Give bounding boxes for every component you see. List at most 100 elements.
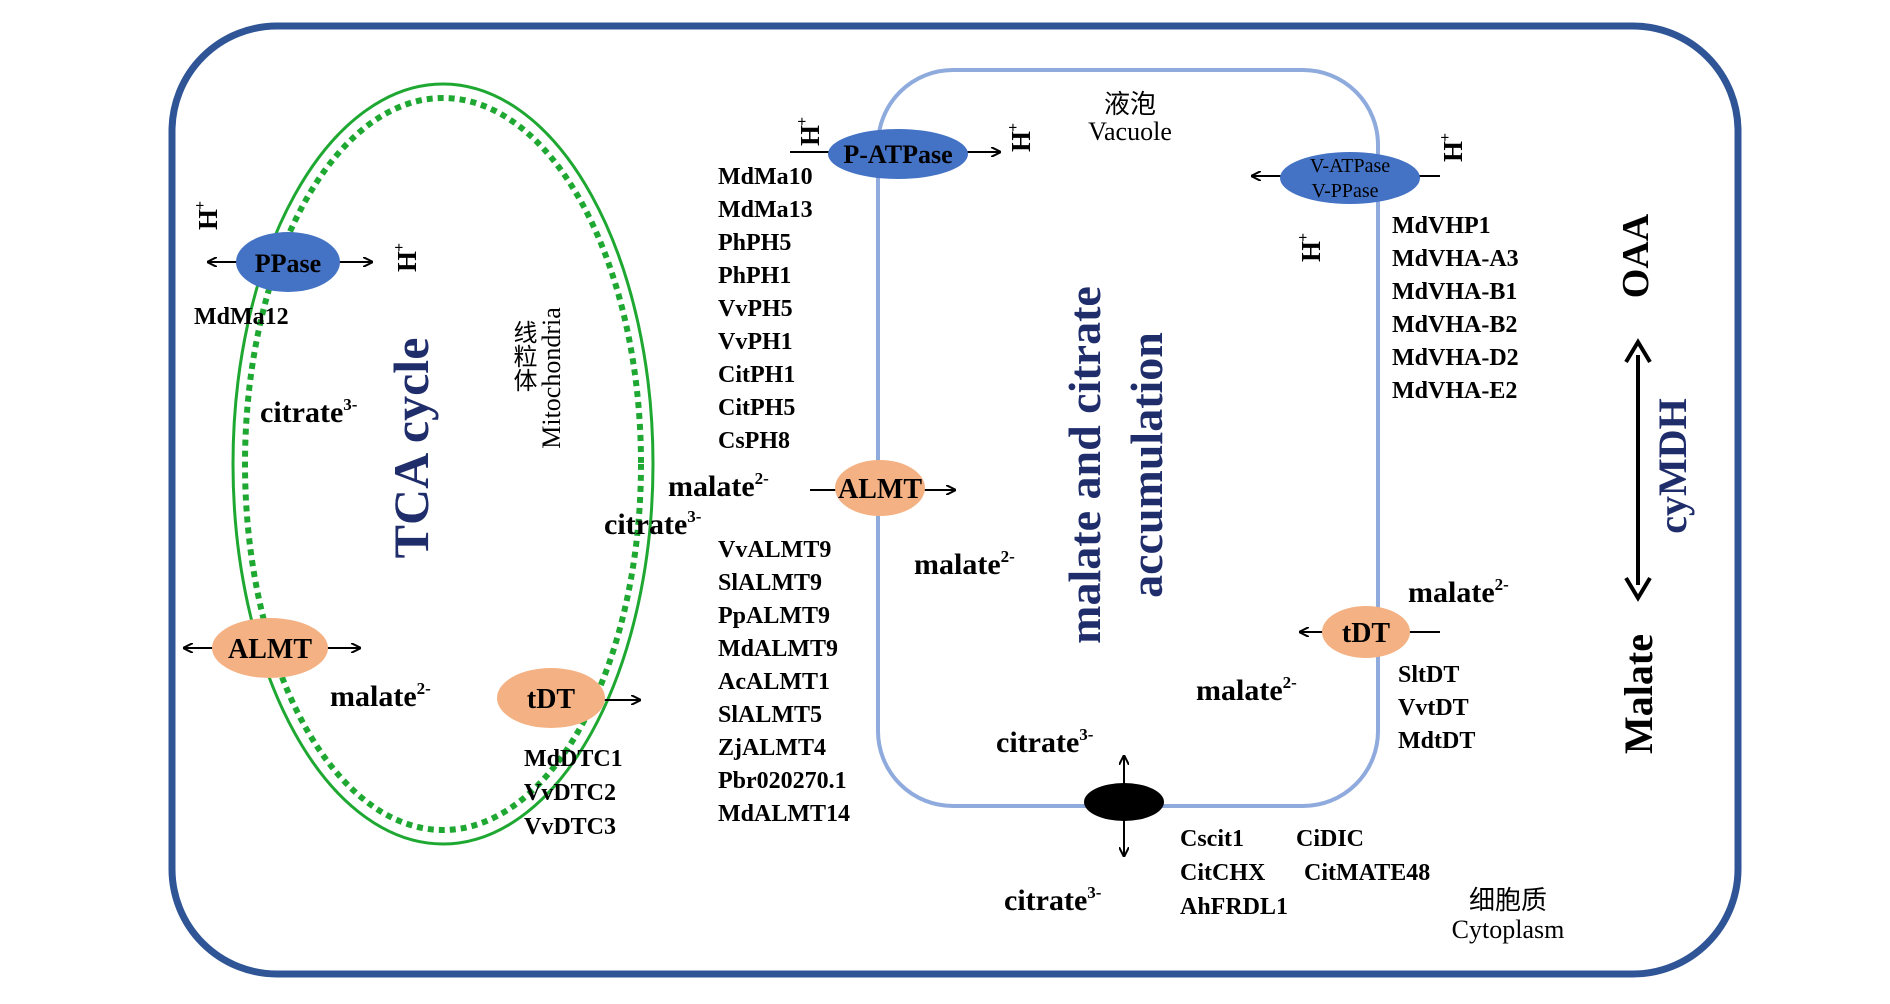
vacuole-citrate: citrate3-	[996, 725, 1094, 759]
p-atpase-gene-list: MdMa10 MdMa13 PhPH5 PhPH1 VvPH5 VvPH1 Ci…	[718, 164, 813, 454]
cytosol-malate: malate2-	[668, 469, 769, 503]
svg-text:MdVHA-B1: MdVHA-B1	[1392, 279, 1517, 305]
svg-text:PpALMT9: PpALMT9	[718, 603, 830, 629]
cytoplasm-label-cn: 细胞质	[1469, 886, 1547, 916]
svg-text:H: H	[193, 209, 223, 230]
mitochondria-outer-membrane	[231, 82, 655, 846]
tdt-gene-list: SltDT VvtDT MdtDT	[1398, 662, 1475, 754]
cytoplasm-label-en: Cytoplasm	[1452, 915, 1565, 944]
vacuole-almt-label: ALMT	[838, 474, 922, 505]
citrate-transporter-gene-list: Cscit1 CitCHX AhFRDL1 CiDIC CitMATE48	[1180, 826, 1430, 920]
svg-text:H: H	[1438, 141, 1468, 162]
svg-text:CitMATE48: CitMATE48	[1304, 860, 1430, 886]
cytosol-bottom-citrate: citrate3-	[1004, 883, 1102, 917]
svg-text:+: +	[391, 243, 408, 252]
svg-text:线粒体: 线粒体	[509, 320, 537, 392]
vacuole-label-en: Vacuole	[1088, 117, 1172, 146]
svg-text:AhFRDL1: AhFRDL1	[1180, 894, 1288, 920]
svg-text:AcALMT1: AcALMT1	[718, 669, 830, 695]
v-atpase-proton-outer: H +	[1437, 133, 1468, 162]
ppase-gene: MdMa12	[194, 304, 289, 330]
tdt-malate: malate2-	[1408, 575, 1509, 609]
vacuole-tdt-transporter	[1322, 606, 1410, 658]
svg-text:+: +	[1005, 123, 1022, 132]
svg-text:VvPH5: VvPH5	[718, 296, 793, 322]
mitochondria-label: 线粒体 Mitochondria	[509, 307, 566, 449]
vacuole-label-cn: 液泡	[1104, 90, 1156, 120]
svg-text:+: +	[794, 117, 811, 126]
svg-text:H: H	[795, 125, 825, 146]
svg-text:accumulation: accumulation	[1121, 332, 1172, 598]
p-atpase-proton-right: H +	[1005, 123, 1036, 152]
mito-tdt-gene: MdDTC1	[524, 746, 623, 772]
p-atpase-proton-left: H +	[794, 117, 825, 146]
mito-citrate: citrate3-	[260, 395, 358, 429]
mito-almt-label: ALMT	[228, 634, 312, 665]
svg-text:H: H	[392, 251, 422, 272]
ppase-proton-left: H +	[192, 201, 223, 230]
svg-text:malate and citrate: malate and citrate	[1059, 286, 1110, 644]
v-atpase-gene-list: MdVHP1 MdVHA-A3 MdVHA-B1 MdVHA-B2 MdVHA-…	[1392, 213, 1519, 404]
v-ppase-label: V-PPase	[1311, 180, 1378, 202]
v-atpase-transporter	[1280, 152, 1420, 204]
svg-text:PhPH5: PhPH5	[718, 230, 791, 256]
svg-text:Pbr020270.1: Pbr020270.1	[718, 768, 847, 794]
svg-text:MdALMT14: MdALMT14	[718, 801, 850, 827]
svg-text:MdALMT9: MdALMT9	[718, 636, 838, 662]
cytosol-citrate: citrate3-	[604, 507, 702, 541]
mito-almt-transporter	[212, 618, 328, 678]
vacuole-tdt-label: tDT	[1342, 618, 1391, 649]
svg-text:CsPH8: CsPH8	[718, 428, 790, 454]
svg-text:MdVHA-B2: MdVHA-B2	[1392, 312, 1517, 338]
svg-text:PhPH1: PhPH1	[718, 263, 791, 289]
mdh-oaa: OAA	[1615, 213, 1657, 298]
mdh-arrow-head-down	[1624, 576, 1652, 602]
svg-text:VvPH1: VvPH1	[718, 329, 793, 355]
accumulation-label: malate and citrate accumulation	[1059, 286, 1172, 644]
mito-malate: malate2-	[330, 679, 431, 713]
almt-gene-list: VvALMT9 SlALMT9 PpALMT9 MdALMT9 AcALMT1 …	[718, 537, 850, 827]
vacuole-malate: malate2-	[914, 547, 1015, 581]
v-atpase-proton-inner: H +	[1295, 233, 1326, 262]
mdh-malate: Malate	[1616, 634, 1661, 754]
mito-tdt-gene: VvDTC2	[524, 780, 616, 806]
svg-text:MdVHA-E2: MdVHA-E2	[1392, 378, 1517, 404]
vacuole-malate-right: malate2-	[1196, 673, 1297, 707]
svg-text:CiDIC: CiDIC	[1296, 826, 1364, 852]
svg-text:MdVHA-A3: MdVHA-A3	[1392, 246, 1519, 272]
svg-text:SlALMT9: SlALMT9	[718, 570, 822, 596]
mito-tdt-label: tDT	[527, 684, 576, 715]
svg-text:VvALMT9: VvALMT9	[718, 537, 831, 563]
ppase-transporter	[236, 232, 340, 292]
mdh-arrow-head-up	[1624, 338, 1652, 364]
svg-text:MdtDT: MdtDT	[1398, 728, 1475, 754]
svg-text:Cscit1: Cscit1	[1180, 826, 1244, 852]
mitochondria-inner-membrane	[242, 95, 644, 833]
svg-text:CitPH5: CitPH5	[718, 395, 795, 421]
ppase-proton-right: H +	[391, 243, 422, 272]
svg-text:CitPH1: CitPH1	[718, 362, 795, 388]
svg-text:CitCHX: CitCHX	[1180, 860, 1266, 886]
svg-text:VvtDT: VvtDT	[1398, 695, 1469, 721]
svg-text:+: +	[1295, 233, 1312, 242]
ppase-label: PPase	[255, 249, 321, 278]
svg-text:SltDT: SltDT	[1398, 662, 1459, 688]
citrate-transporter	[1084, 783, 1164, 821]
v-atpase-label: V-ATPase	[1310, 155, 1390, 177]
svg-text:+: +	[192, 201, 209, 210]
svg-text:MdVHA-D2: MdVHA-D2	[1392, 345, 1519, 371]
mito-tdt-transporter	[497, 668, 605, 728]
p-atpase-transporter	[828, 129, 968, 179]
mito-tdt-gene: VvDTC3	[524, 814, 616, 840]
tca-cycle-label: TCA cycle	[383, 338, 439, 559]
svg-text:ZjALMT4: ZjALMT4	[718, 735, 826, 761]
vacuole-almt-transporter	[835, 460, 925, 516]
svg-text:Mitochondria: Mitochondria	[537, 307, 566, 449]
cell-membrane	[168, 22, 1742, 978]
mdh-enzyme: cyMDH	[1650, 398, 1695, 534]
svg-text:H: H	[1006, 131, 1036, 152]
svg-text:MdMa13: MdMa13	[718, 197, 813, 223]
svg-text:MdVHP1: MdVHP1	[1392, 213, 1491, 239]
p-atpase-label: P-ATPase	[843, 140, 952, 169]
